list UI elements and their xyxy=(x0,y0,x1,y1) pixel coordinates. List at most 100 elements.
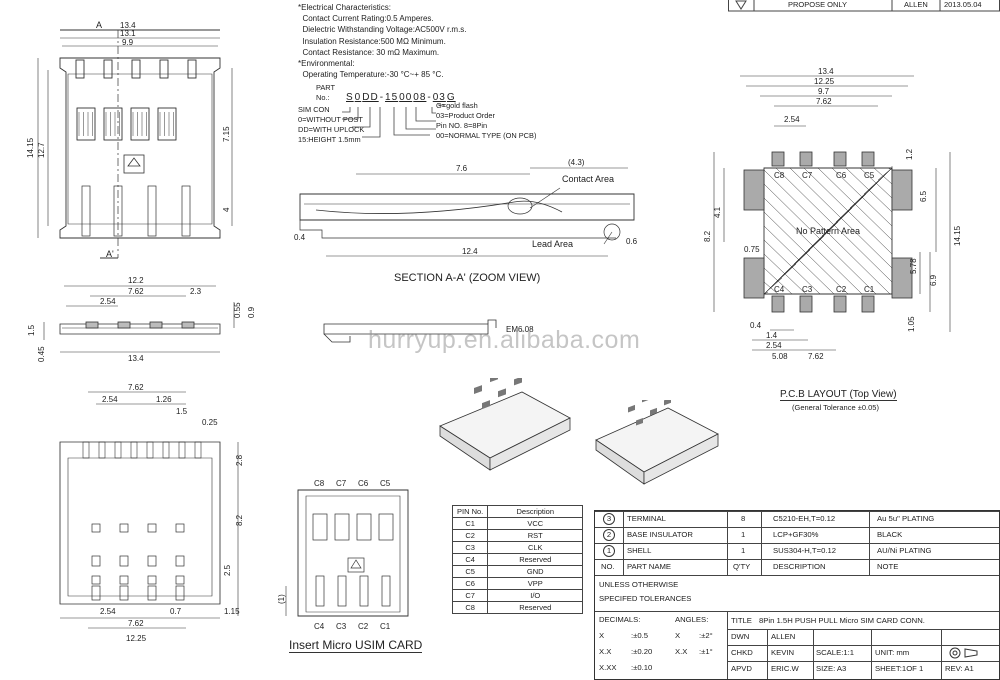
top-view-drawing: 13.4 13.1 9.9 A A' 14.15 12.7 7.15 4 xyxy=(26,20,233,259)
stamp-text: EM6.08 xyxy=(506,325,534,334)
contact-area-label: Contact Area xyxy=(562,174,614,184)
bv-dim-2-8: 2.8 xyxy=(235,454,244,466)
pcb-dim-13-4: 13.4 xyxy=(818,67,834,76)
pin-table-cell: C5 xyxy=(451,565,489,578)
iso-pad xyxy=(498,388,506,398)
bv-pad xyxy=(175,555,185,567)
pcb-layout-title: P.C.B LAYOUT (Top View) xyxy=(780,389,897,401)
pin-table-cell: C4 xyxy=(451,553,489,566)
dim-right-4: 4 xyxy=(222,207,231,212)
dwn-value: ALLEN xyxy=(771,632,796,641)
pin-table-cell: VPP xyxy=(487,577,584,590)
bottom-lead xyxy=(181,185,191,237)
header-date: 2013.05.04 xyxy=(944,0,982,9)
pin-table-header-cell: Description xyxy=(487,505,584,518)
card-pin-label: C6 xyxy=(358,479,369,488)
pcb-side-pad xyxy=(891,257,913,299)
pin-table-cell: C2 xyxy=(451,529,489,542)
title-value: 8Pin 1.5H PUSH PULL Micro SIM CARD CONN. xyxy=(759,616,925,625)
contact-slot xyxy=(130,107,150,141)
electrical-characteristics: *Electrical Characteristics: Contact Cur… xyxy=(298,2,467,80)
decimal-value: :±0.10 xyxy=(631,663,653,672)
side-dim-7-62: 7.62 xyxy=(128,287,144,296)
bv-top-tab xyxy=(178,441,186,459)
iso-pad xyxy=(642,400,649,403)
side-pin xyxy=(181,321,195,329)
pin-table-header: PIN No.Description xyxy=(451,505,584,518)
contact-slot xyxy=(157,107,177,141)
part-no-legend-item: Pin NO. 8=8Pin xyxy=(436,121,488,130)
bv-top-tab xyxy=(194,441,202,459)
bom-note: BLACK xyxy=(877,530,903,539)
pin-table-cell: Reserved xyxy=(487,553,584,566)
bom-qty: 8 xyxy=(741,514,746,523)
small-profile-drawing: EM6.08 xyxy=(323,319,534,343)
part-no-segment: DD xyxy=(362,92,379,103)
tolerance-title: UNLESS OTHERWISE xyxy=(599,580,679,589)
card-pin-label: C5 xyxy=(380,479,391,488)
bom-note: AU/Ni PLATING xyxy=(877,546,932,555)
bom-item-number: 3 xyxy=(603,513,615,525)
bv-dim-8-2: 8.2 xyxy=(235,514,244,526)
top-tab xyxy=(75,59,85,79)
side-dim-12-2: 12.2 xyxy=(128,276,144,285)
bottom-lead xyxy=(81,185,91,237)
part-no-legend-item: 00=NORMAL TYPE (ON PCB) xyxy=(436,131,537,140)
pcb-side-pad xyxy=(891,169,913,211)
spec-line: Contact Current Rating:0.5 Amperes. xyxy=(298,14,434,24)
pcb-dim-7-62: 7.62 xyxy=(816,97,832,106)
pin-table-cell: CLK xyxy=(487,541,584,554)
pcb-dim-8-2: 8.2 xyxy=(703,230,712,242)
decimal-key: X.X xyxy=(599,647,612,656)
pin-table-cell: C7 xyxy=(451,589,489,602)
part-no-label: PART No.: xyxy=(316,83,335,102)
part-no-legend-item: G=gold flash xyxy=(436,101,478,110)
card-pin-label: C1 xyxy=(380,622,391,631)
scale-value: SCALE:1:1 xyxy=(816,648,855,657)
bv-pad xyxy=(147,575,157,585)
pin-table-cell: Reserved xyxy=(487,601,584,614)
bv-dim-b-0-7: 0.7 xyxy=(170,607,182,616)
bom-item-number: 1 xyxy=(603,545,615,557)
angle-key: X.X xyxy=(675,647,688,656)
side-pin xyxy=(117,321,131,329)
card-lead xyxy=(359,575,369,607)
sec-dim-4-3: (4.3) xyxy=(568,158,585,167)
bom-header: Q'TY xyxy=(733,562,751,571)
dim-right-7-15: 7.15 xyxy=(222,126,231,142)
bv-dim-b-12-25: 12.25 xyxy=(126,634,147,643)
pcb-top-pad xyxy=(771,151,785,167)
bottom-view-drawing: 7.62 2.54 1.26 1.5 0.25 2.8 8.2 2.5 1.15… xyxy=(59,383,244,643)
header-name: ALLEN xyxy=(904,0,928,9)
bv-pad xyxy=(119,575,129,585)
bom-header: NO. xyxy=(601,562,615,571)
angles-label: ANGLES: xyxy=(675,615,709,624)
bom-part-name: TERMINAL xyxy=(627,514,666,523)
part-no-segment: 0 xyxy=(354,92,362,103)
bv-pad xyxy=(119,523,129,533)
bv-lead xyxy=(147,585,157,601)
pin-table-cell: GND xyxy=(487,565,584,578)
iso-view-1 xyxy=(439,378,571,471)
pin-table-cell: I/O xyxy=(487,589,584,602)
dim-top-13-1: 13.1 xyxy=(120,29,136,38)
pcb-pin-label: C3 xyxy=(802,285,813,294)
pcb-dim-0-4: 0.4 xyxy=(750,321,762,330)
bv-dim-1-5: 1.5 xyxy=(176,407,188,416)
lead-area-label: Lead Area xyxy=(532,239,573,249)
pcb-bottom-pad xyxy=(861,295,875,313)
iso-pad xyxy=(490,378,498,383)
projection-symbol-icon xyxy=(949,647,978,659)
part-no-segment: G xyxy=(446,92,456,103)
pcb-dim-12-25: 12.25 xyxy=(814,77,835,86)
iso-pad xyxy=(650,407,657,416)
card-contact xyxy=(312,513,328,541)
card-contact xyxy=(378,513,394,541)
side-dim-1-5: 1.5 xyxy=(27,324,36,336)
pin-table-cell: C1 xyxy=(451,517,489,530)
pin-table-cell: VCC xyxy=(487,517,584,530)
bom-header: NOTE xyxy=(877,562,899,571)
